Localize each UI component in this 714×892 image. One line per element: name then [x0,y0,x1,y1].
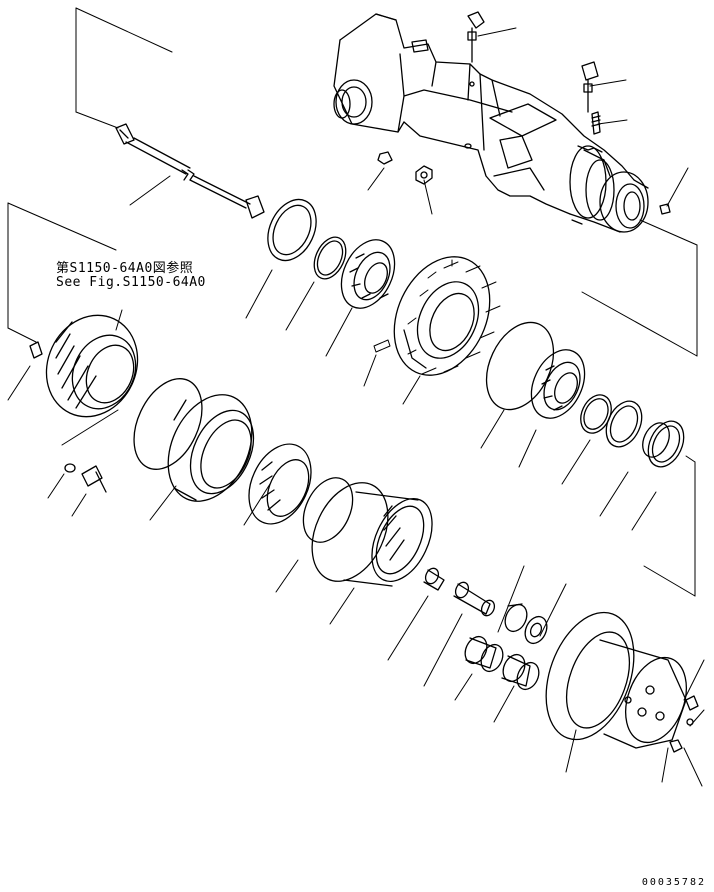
snap-ring-3 [638,419,675,462]
drain-plug-1 [686,696,698,710]
axle-housing [334,14,648,232]
sun-gear-bearing [237,434,323,534]
carrier-bolts [374,260,500,374]
snap-ring-1 [308,232,352,284]
small-cap [30,342,42,358]
snap-ring-4 [121,368,216,480]
seal-ring-3 [641,415,690,472]
alignment-lines [8,8,697,596]
large-seal-ring [259,192,326,269]
planet-carrier [376,241,508,391]
roller-bearing-2 [521,341,595,427]
drain-plug-2 [687,719,693,725]
brake-housing [152,381,268,515]
reference-note-english: See Fig.S1150-64A0 [56,275,206,290]
drawing-number: 00035782 [641,877,706,888]
leader-lines [8,28,704,786]
roller-pin-2 [453,580,497,618]
roller-bearing-1 [331,231,405,317]
sensor-connector-1 [468,12,484,62]
drain-plug-3 [670,740,682,752]
snap-ring-5 [294,470,363,550]
reference-note-japanese: 第S1150-64A0図参照 [56,261,194,276]
thrust-washer [501,601,531,635]
roller-pin-1 [423,566,444,590]
plug-bolt [592,112,600,134]
spacer-ring [521,613,551,647]
small-nut [378,152,392,164]
planet-gear-sleeve [297,471,444,594]
hex-nut [416,166,432,184]
needle-bearing-2 [499,651,543,693]
sensor-connector-2 [582,62,598,112]
final-drive-cover [530,600,698,751]
needle-bearing-1 [461,633,507,675]
washer-bolt [65,464,106,492]
ring-gear [30,300,154,431]
seal-ring-2 [599,395,648,452]
small-plug [660,204,670,214]
drive-shaft [116,124,264,218]
